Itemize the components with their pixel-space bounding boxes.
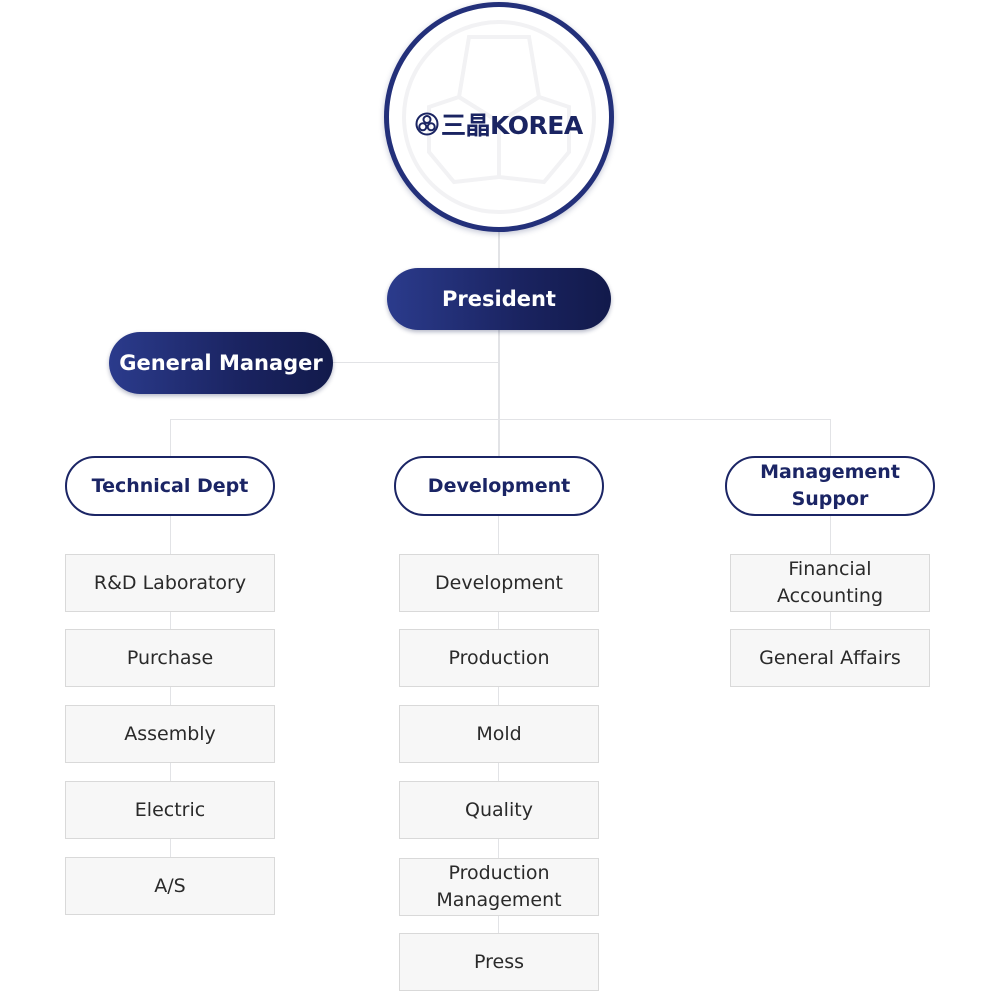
logo-mark: 三晶KOREA bbox=[415, 106, 583, 142]
unit-box: Quality bbox=[399, 781, 599, 839]
connector-column-technical bbox=[170, 514, 171, 886]
unit-label: A/S bbox=[154, 874, 186, 897]
dept-label: Management Suppor bbox=[760, 461, 900, 510]
unit-box: Production bbox=[399, 629, 599, 687]
unit-box: Purchase bbox=[65, 629, 275, 687]
unit-label: General Affairs bbox=[759, 646, 901, 669]
unit-box: Production Management bbox=[399, 858, 599, 916]
dept-label: Technical Dept bbox=[91, 474, 249, 497]
dept-development: Development bbox=[394, 456, 604, 516]
connector-general-manager bbox=[333, 362, 499, 363]
unit-label: Production Management bbox=[436, 862, 562, 911]
connector-dept-development bbox=[498, 419, 500, 456]
unit-label: Quality bbox=[465, 798, 533, 821]
unit-box: Press bbox=[399, 933, 599, 991]
unit-box: Assembly bbox=[65, 705, 275, 763]
unit-label: Production bbox=[448, 646, 550, 669]
company-logo-badge: 三晶KOREA bbox=[384, 2, 614, 232]
president-label: President bbox=[442, 287, 556, 311]
unit-box: General Affairs bbox=[730, 629, 930, 687]
logo-brand-text: 三晶KOREA bbox=[441, 111, 583, 140]
dept-label: Development bbox=[427, 474, 571, 497]
unit-box: Development bbox=[399, 554, 599, 612]
connector-dept-technical bbox=[170, 419, 171, 456]
unit-label: Press bbox=[473, 950, 524, 973]
dept-management-support: Management Suppor bbox=[725, 456, 935, 516]
connector-logo-president bbox=[498, 232, 500, 268]
logo-watermark-icon bbox=[402, 20, 596, 214]
unit-box: R&D Laboratory bbox=[65, 554, 275, 612]
connector-president-trunk bbox=[498, 330, 500, 420]
unit-label: Assembly bbox=[124, 722, 216, 745]
unit-box: Mold bbox=[399, 705, 599, 763]
unit-label: Electric bbox=[134, 798, 206, 821]
unit-label: Purchase bbox=[126, 646, 214, 669]
unit-label: Mold bbox=[476, 722, 522, 745]
unit-label: Development bbox=[435, 571, 563, 594]
unit-label: Financial Accounting bbox=[776, 558, 884, 607]
president-node: President bbox=[387, 268, 611, 330]
general-manager-node: General Manager bbox=[109, 332, 333, 394]
connector-dept-management bbox=[830, 419, 831, 456]
dept-technical: Technical Dept bbox=[65, 456, 275, 516]
general-manager-label: General Manager bbox=[119, 351, 323, 375]
unit-label: R&D Laboratory bbox=[93, 571, 247, 594]
connector-dept-bar bbox=[170, 419, 831, 420]
unit-box: Electric bbox=[65, 781, 275, 839]
samjung-emblem-icon bbox=[415, 112, 439, 136]
unit-box: A/S bbox=[65, 857, 275, 915]
unit-box: Financial Accounting bbox=[730, 554, 930, 612]
